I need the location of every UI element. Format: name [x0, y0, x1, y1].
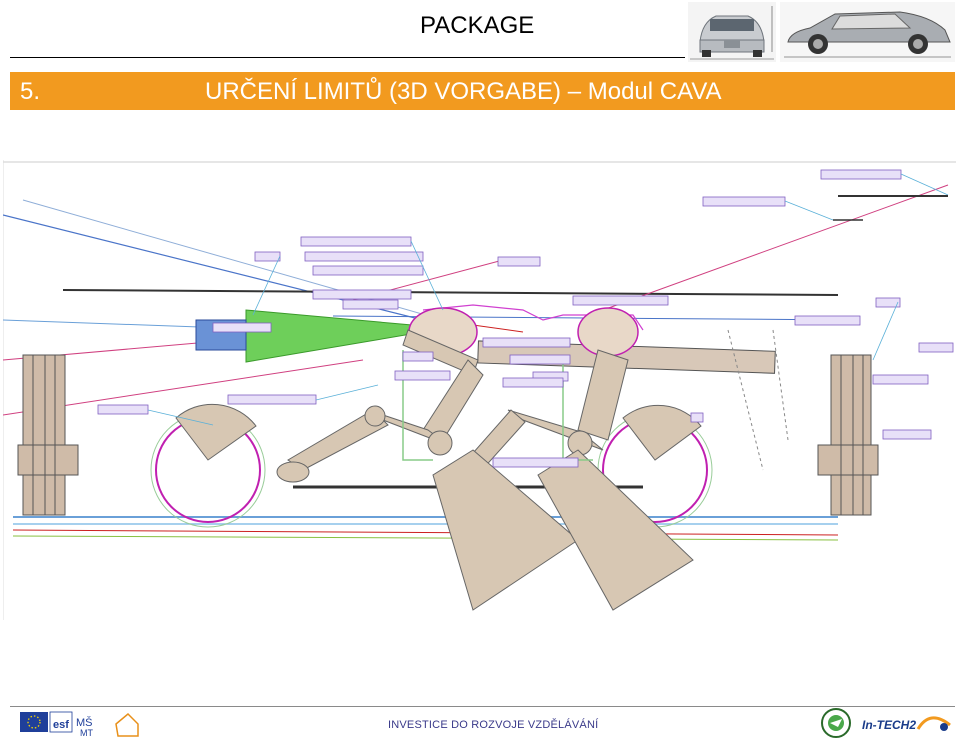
eu-flag-logo: [20, 712, 48, 732]
skoda-logo: [821, 708, 851, 738]
page-title: PACKAGE: [420, 12, 535, 39]
svg-text:In-TECH2: In-TECH2: [862, 718, 916, 732]
section-title: URČENÍ LIMITŮ (3D VORGABE) – Modul CAVA: [205, 78, 722, 105]
car-front-view-image: [688, 2, 776, 62]
footer-divider: [10, 706, 955, 707]
svg-text:MŠ: MŠ: [76, 716, 93, 729]
footer-text: INVESTICE DO ROZVOJE VZDĚLÁVÁNÍ: [388, 719, 599, 731]
esf-logo: esf: [49, 711, 73, 733]
svg-text:esf: esf: [53, 719, 69, 731]
section-banner: [10, 72, 955, 110]
section-number: 5.: [20, 78, 41, 105]
skoda-intech-logos: In-TECH2: [821, 708, 954, 738]
in-tech2-logo: In-TECH2: [860, 713, 954, 735]
eu-esf-msmt-logos: esf MŠ MT: [20, 711, 139, 738]
house-logo: [115, 712, 139, 737]
package-cad-drawing: [3, 160, 956, 620]
svg-text:MT: MT: [80, 728, 93, 738]
header-divider: [10, 57, 685, 58]
car-side-view-image: [780, 2, 955, 62]
msmt-logo: MŠ MT: [76, 716, 93, 738]
